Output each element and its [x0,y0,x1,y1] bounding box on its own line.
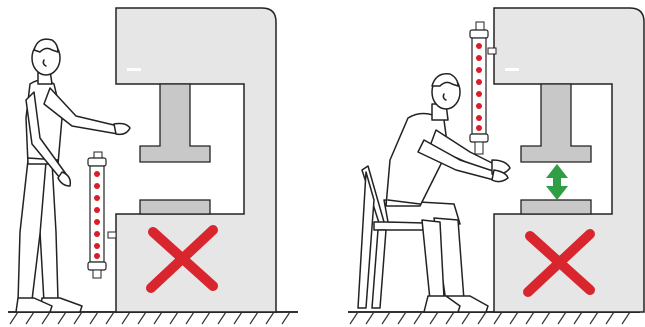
ground-hatching-left [8,312,298,324]
panel-standing [8,8,298,324]
press-die-right [521,200,591,214]
ground-hatching-right [348,312,640,324]
press-ram-left [140,84,210,162]
gap-arrow-icon [546,164,568,200]
press-die-left [140,200,210,214]
press-label-left [127,68,141,71]
curtain-bracket-right [488,48,496,54]
standing-operator-figure [16,39,130,312]
press-ram-right [521,84,591,162]
seated-operator-figure [384,74,510,312]
press-label-right [505,68,519,71]
light-curtain-right [470,22,488,154]
light-curtain-left [88,152,106,278]
panel-seated [348,8,644,324]
curtain-bracket-left [108,232,116,238]
